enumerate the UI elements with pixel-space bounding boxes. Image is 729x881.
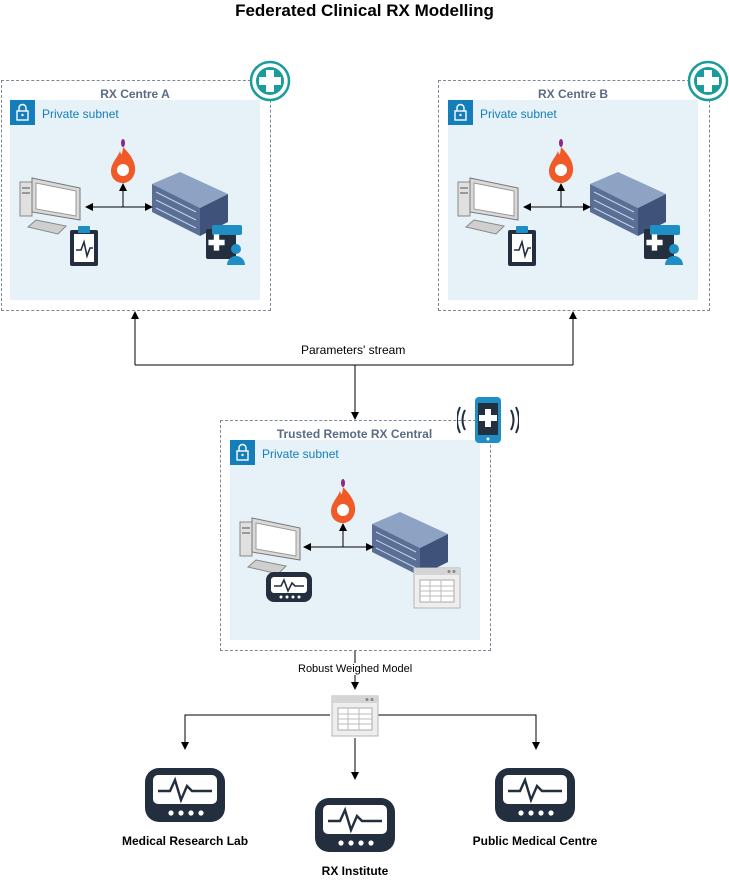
flame-icon: [328, 479, 358, 530]
central-label: Trusted Remote RX Central: [276, 427, 433, 441]
clipboard-chart-icon: [67, 224, 101, 273]
server-rack-icon: [150, 170, 234, 245]
subnet-label: Private subnet: [42, 107, 119, 121]
output-label: Public Medical Centre: [472, 834, 598, 848]
workstation-icon: [18, 174, 86, 241]
model-window-icon: [331, 694, 379, 743]
monitor-pulse-icon: [313, 796, 397, 859]
rx-centre-a-links: [85, 183, 153, 211]
diagram-title: Federated Clinical RX Modelling: [235, 1, 494, 20]
model-window-icon: [413, 566, 461, 615]
monitor-pulse-icon: [264, 570, 314, 609]
medical-cross-icon: [687, 60, 729, 107]
server-rack-icon: [588, 170, 672, 245]
flame-icon: [546, 139, 576, 190]
central-links: [303, 523, 374, 551]
rx-centre-b-links: [523, 183, 591, 211]
rx-centre-a-group: [1, 80, 271, 311]
medical-folder-user-icon: [204, 223, 248, 272]
central-group: [220, 420, 491, 651]
output-label: Medical Research Lab: [121, 834, 249, 848]
rx-centre-b-group: [438, 80, 710, 311]
mobile-health-icon: [456, 396, 520, 449]
monitor-pulse-icon: [493, 766, 577, 829]
workstation-icon: [456, 174, 524, 241]
flame-icon: [108, 139, 138, 190]
clipboard-chart-icon: [505, 224, 539, 273]
rx-centre-b-label: RX Centre B: [537, 87, 608, 101]
subnet-label: Private subnet: [480, 107, 557, 121]
rx-centre-a-label: RX Centre A: [100, 87, 170, 101]
medical-cross-icon: [249, 60, 291, 107]
medical-folder-user-icon: [642, 223, 686, 272]
lock-icon: [10, 100, 35, 125]
parameters-stream-label: Parameters' stream: [299, 343, 408, 357]
lock-icon: [230, 440, 255, 465]
output-label: RX Institute: [321, 864, 389, 878]
monitor-pulse-icon: [143, 766, 227, 829]
server-rack-icon: [370, 510, 454, 585]
lock-icon: [448, 100, 473, 125]
robust-model-label: Robust Weighed Model: [296, 663, 415, 675]
parameters-stream-connector: [131, 311, 577, 420]
subnet-label: Private subnet: [262, 447, 339, 461]
